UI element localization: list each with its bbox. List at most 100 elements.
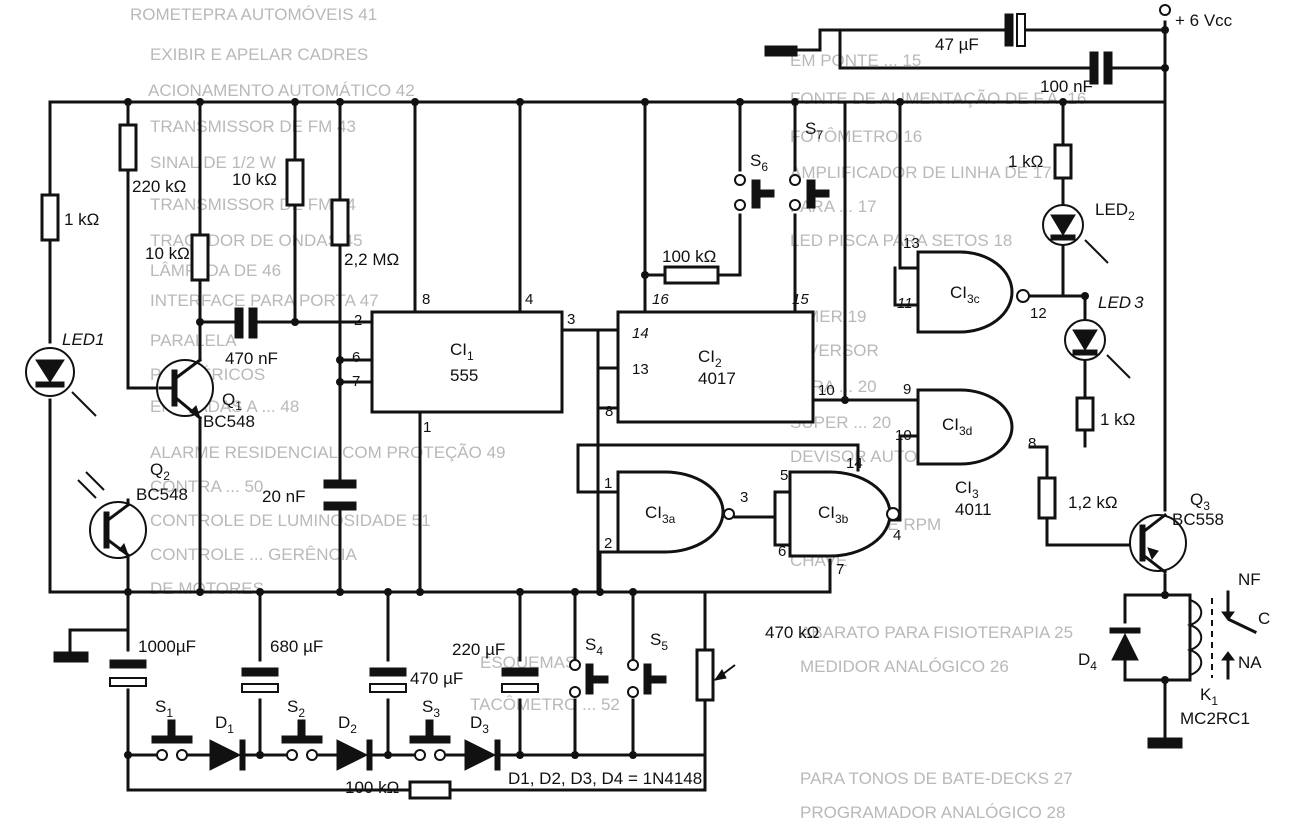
resistor-1k-led2: 1 kΩ (1008, 143, 1073, 180)
gate-bubble (723, 508, 735, 520)
bg-line: CONTROLE DE LUMINOSIDADE 51 (150, 511, 431, 530)
bg-line: CONTROLE ... GERÊNCIA (150, 545, 358, 564)
switch-contact (176, 749, 188, 761)
light-arrow (1106, 354, 1131, 379)
transistor-base (1139, 524, 1146, 562)
switch-plunger (585, 675, 609, 684)
cap-plate (323, 479, 357, 489)
resistor-220k: 220 kΩ (118, 123, 186, 196)
resistor-label: 100 kΩ (345, 778, 399, 797)
k1-type: MC2RC1 (1180, 709, 1250, 728)
c-label: C (1258, 609, 1270, 628)
switch-s7[interactable]: S7 (789, 119, 830, 211)
s7-label: S7 (805, 119, 823, 142)
ic-body (370, 310, 564, 414)
junction (336, 356, 344, 364)
pot-arrow (713, 669, 727, 681)
cap-plate (234, 307, 244, 339)
resistor-label: 1 kΩ (1008, 152, 1043, 171)
diode-d2: D2 (336, 713, 373, 771)
q1-type: BC548 (203, 412, 255, 431)
switch-contact (414, 749, 426, 761)
switch-s2[interactable]: S2 (281, 697, 323, 761)
supply-label: + 6 Vcc (1175, 11, 1233, 30)
cap-label: 470 µF (410, 669, 463, 688)
cap-label: 680 µF (270, 637, 323, 656)
switch-contact (627, 659, 639, 671)
d1-label: D1 (215, 713, 234, 736)
junction (516, 751, 524, 759)
transistor-circle (89, 501, 147, 559)
switch-contact (627, 686, 639, 698)
switch-plunger (751, 189, 775, 198)
bg-line: DE MOTORES (150, 579, 264, 598)
capacitor-220uf: 220 µF (452, 640, 539, 693)
ic-ci1-555: CI1 555 2 8 4 3 6 7 1 (352, 291, 575, 436)
switch-contact (156, 749, 168, 761)
bg-line: PARA TONOS DE BATE-DECKS 27 (800, 769, 1073, 788)
ground-symbol (1147, 737, 1183, 749)
junction-dots (124, 26, 1169, 759)
switch-s6[interactable]: S6 (734, 151, 775, 211)
switch-s3[interactable]: S3 (409, 697, 451, 761)
led1-label: LED1 (62, 330, 105, 349)
gate-body (916, 388, 1014, 466)
capacitor-680uf: 680 µF (241, 637, 323, 693)
junction (124, 751, 132, 759)
capacitor-47uf: 47 µF (935, 13, 1026, 54)
junction (736, 98, 744, 106)
bg-line: EXIBIR E APELAR CADRES (150, 45, 368, 64)
switch-contact (789, 199, 801, 211)
junction (256, 588, 264, 596)
diode-triangle (209, 739, 242, 771)
ci2-type: 4017 (698, 369, 736, 388)
ci3d-label: CI3d (942, 415, 972, 438)
cap-plate (369, 683, 407, 693)
potentiometer-470k[interactable]: 470 kΩ (695, 623, 819, 702)
pot-label: 470 kΩ (765, 623, 819, 642)
ic-ci2-4017: CI2 4017 16 14 13 15 10 8 (605, 291, 835, 424)
ci3-label: CI3 (955, 478, 979, 501)
d2-label: D2 (338, 713, 357, 736)
s2-label: S2 (287, 697, 305, 720)
cap-plate (501, 683, 539, 693)
junction (1081, 292, 1089, 300)
switch-s4[interactable]: S4 (569, 635, 609, 698)
cap-plate (1004, 13, 1014, 47)
pin-label: 8 (1028, 435, 1036, 452)
resistor-body (330, 198, 350, 247)
resistor-body (1037, 476, 1057, 520)
bg-line: ALARME RESIDENCIAL COM PROTEÇÃO 49 (150, 443, 506, 462)
resistor-body (118, 123, 138, 172)
resistor-label: 10 kΩ (232, 170, 277, 189)
cap-label: 1000µF (138, 637, 196, 656)
cap-label: 20 nF (262, 487, 305, 506)
junction (1059, 98, 1067, 106)
pin-label: 3 (567, 311, 575, 328)
relay-k1: NF C NA K1 MC2RC1 (1180, 570, 1270, 728)
s5-label: S5 (650, 630, 668, 653)
switch-s1[interactable]: S1 (151, 697, 193, 761)
pin-label: 5 (780, 467, 788, 484)
junction (336, 98, 344, 106)
c-contact (1227, 617, 1258, 635)
light-arrow (1084, 239, 1109, 264)
bg-line: ESQUEMAS (480, 653, 576, 672)
light-arrow (77, 471, 105, 499)
bg-line: AMPLIFICADOR DE LINHA DE 17 (790, 163, 1052, 182)
capacitor-1000uf: 1000µF (109, 637, 196, 687)
q2-type: BC548 (136, 485, 188, 504)
junction (1161, 26, 1169, 34)
resistor-10k-555: 10 kΩ (232, 158, 305, 207)
bg-line: SUPER ... 20 (790, 413, 891, 432)
diode-d3: D3 (464, 713, 501, 771)
resistor-body (285, 158, 305, 207)
led-bar (35, 381, 65, 388)
junction (571, 751, 579, 759)
gate-bubble (886, 507, 900, 521)
cap-plate (241, 683, 279, 693)
switch-s5[interactable]: S5 (627, 630, 668, 698)
diode-triangle (464, 739, 497, 771)
capacitor-470nf: 470 nF (225, 307, 278, 368)
pin-label: 3 (740, 489, 748, 506)
